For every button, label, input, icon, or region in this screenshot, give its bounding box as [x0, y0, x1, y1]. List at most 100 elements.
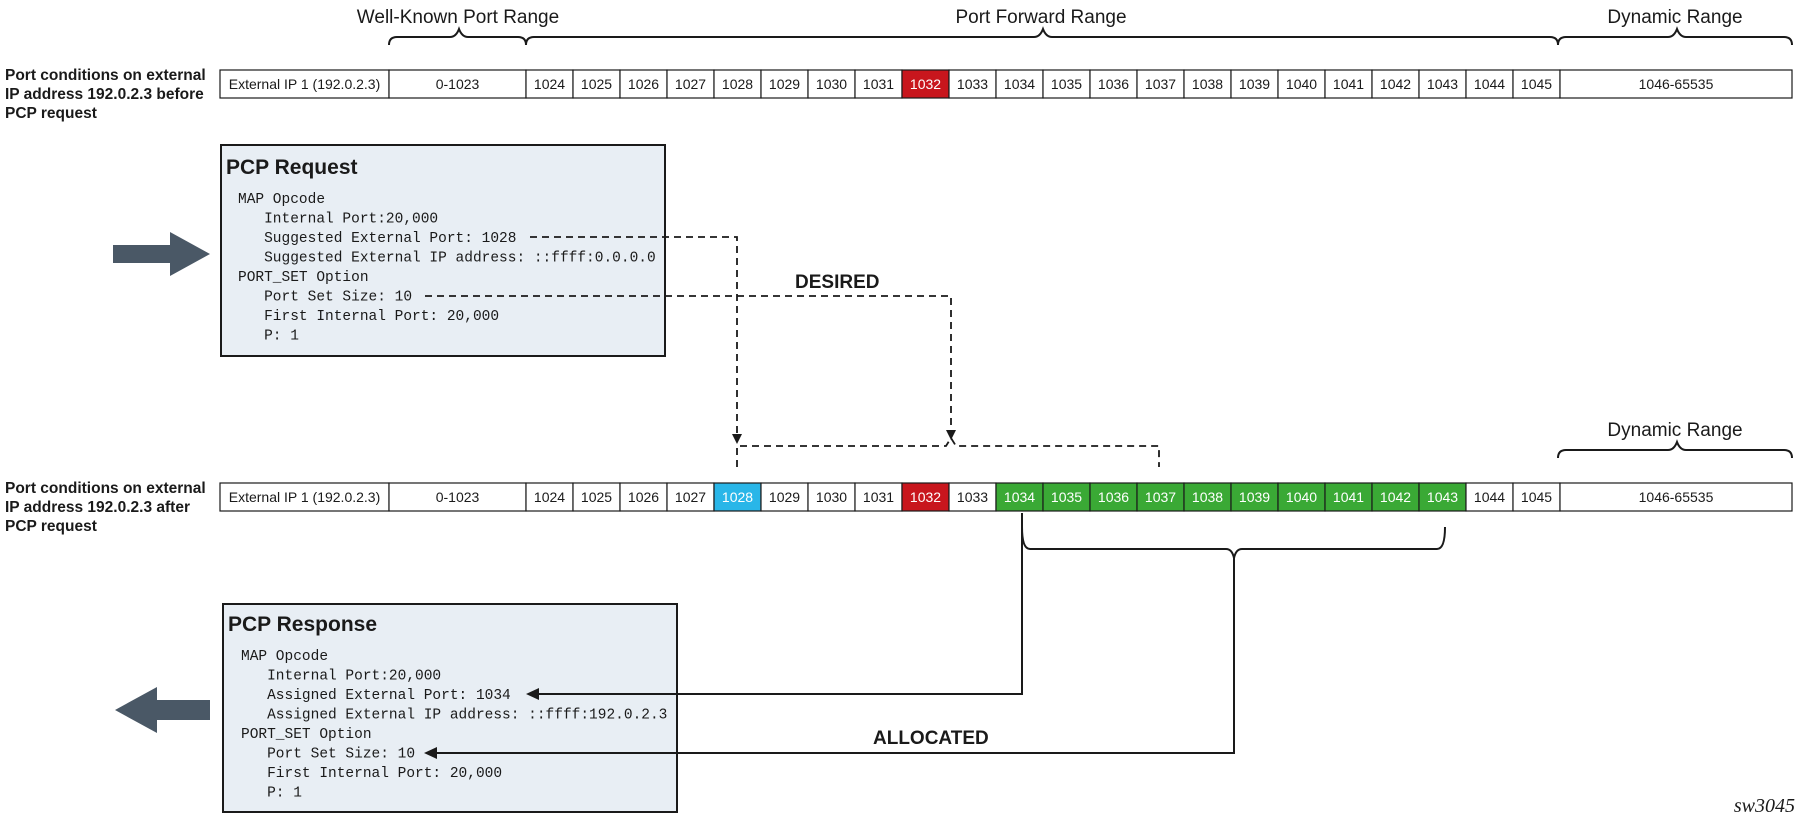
port-cell-1030-bg — [807, 482, 856, 512]
port-cell-1030: 1030 — [816, 76, 847, 92]
port-cell-1034-bg — [995, 482, 1044, 512]
port-cell-1035: 1035 — [1051, 489, 1082, 505]
port-cell-1025: 1025 — [581, 489, 612, 505]
port-cell-1034: 1034 — [1004, 76, 1035, 92]
pcp-request-line-6: First Internal Port: 20,000 — [238, 309, 499, 325]
port-cell-1025: 1025 — [581, 76, 612, 92]
pcp-response-title: PCP Response — [228, 613, 377, 636]
row-label-after: Port conditions on external IP address 1… — [5, 480, 206, 535]
dynamic-range-lower-label: Dynamic Range — [1607, 420, 1742, 441]
pcp-request-line-0: MAP Opcode — [238, 192, 325, 208]
external-ip-cell: External IP 1 (192.0.2.3) — [229, 76, 381, 92]
pcp-request-line-5: Port Set Size: 10 — [238, 290, 412, 306]
row-label-before: Port conditions on external IP address 1… — [5, 67, 206, 122]
desired-range-brace — [736, 436, 1160, 467]
port-cell-1044: 1044 — [1474, 489, 1505, 505]
port-cell-1039: 1039 — [1239, 489, 1270, 505]
port-cell-1033: 1033 — [957, 489, 988, 505]
dynamic-brace-top — [1557, 26, 1793, 46]
right-arrow-icon — [113, 232, 210, 276]
pcp-response-line-6: First Internal Port: 20,000 — [241, 766, 502, 782]
port-cell-1043: 1043 — [1427, 76, 1458, 92]
port-cell-1041: 1041 — [1333, 489, 1364, 505]
dynamic-range-cell: 1046-65535 — [1639, 76, 1714, 92]
pcp-request-line-3: Suggested External IP address: ::ffff:0.… — [238, 251, 656, 267]
well-known-range-label: Well-Known Port Range — [357, 7, 559, 28]
desired-port-line — [530, 236, 738, 437]
port-cell-1025-bg — [572, 482, 621, 512]
port-cell-1026: 1026 — [628, 489, 659, 505]
port-cell-1044: 1044 — [1474, 76, 1505, 92]
well-known-cell-bg — [388, 69, 527, 99]
port-cell-1039: 1039 — [1239, 76, 1270, 92]
left-arrow-icon — [115, 687, 210, 733]
port-cell-1034: 1034 — [1004, 489, 1035, 505]
external-ip-cell-bg — [219, 69, 390, 99]
pcp-request-box: PCP Request MAP Opcode Internal Port:20,… — [220, 144, 666, 357]
pcp-request-line-1: Internal Port:20,000 — [238, 212, 438, 228]
port-row-before: External IP 1 (192.0.2.3) 0-1023 1024 1025 1… — [219, 69, 1793, 99]
port-cell-1045-bg — [1512, 482, 1561, 512]
row-label-before-line3: PCP request — [5, 105, 97, 122]
desired-connectors — [425, 236, 1160, 467]
port-cell-1024-bg — [525, 482, 574, 512]
port-cell-1026-bg — [619, 69, 668, 99]
port-cell-1028-bg — [713, 69, 762, 99]
pcp-response-box: PCP Response MAP Opcode Internal Port:20… — [222, 603, 678, 813]
well-known-cell: 0-1023 — [436, 76, 480, 92]
port-cell-1029-bg — [760, 69, 809, 99]
well-known-cell: 0-1023 — [436, 489, 480, 505]
desired-set-size-line — [425, 295, 952, 433]
port-cell-1028: 1028 — [722, 76, 753, 92]
port-cell-1038-bg — [1183, 482, 1232, 512]
dynamic-range-cell: 1046-65535 — [1639, 489, 1714, 505]
dynamic-range-label: Dynamic Range — [1607, 7, 1742, 28]
desired-size-arrowhead — [946, 430, 956, 440]
row-label-after-line3: PCP request — [5, 518, 97, 535]
allocated-size-arrowhead — [424, 747, 437, 759]
port-cell-1030-bg — [807, 69, 856, 99]
pcp-response-line-5: Port Set Size: 10 — [241, 747, 415, 763]
port-cell-1040: 1040 — [1286, 76, 1317, 92]
figure-id: sw3045 — [1734, 795, 1795, 817]
pcp-response-line-7: P: 1 — [241, 786, 302, 802]
port-cell-1031-bg — [854, 69, 903, 99]
port-cell-1037-bg — [1136, 69, 1185, 99]
port-cell-1034-bg — [995, 69, 1044, 99]
pcp-response-fields: MAP Opcode Internal Port:20,000 Assigned… — [241, 649, 667, 802]
port-cell-1027-bg — [666, 482, 715, 512]
port-cell-1042-bg — [1371, 482, 1420, 512]
port-cell-1024-bg — [525, 69, 574, 99]
top-braces — [388, 26, 1793, 46]
port-cell-1031-bg — [854, 482, 903, 512]
port-cell-1043: 1043 — [1427, 489, 1458, 505]
port-cell-1038-bg — [1183, 69, 1232, 99]
port-cell-1024: 1024 — [534, 489, 565, 505]
port-cell-1032-bg — [901, 482, 950, 512]
external-ip-cell: External IP 1 (192.0.2.3) — [229, 489, 381, 505]
port-cell-1024: 1024 — [534, 76, 565, 92]
port-cell-1042-bg — [1371, 69, 1420, 99]
pcp-request-line-2: Suggested External Port: 1028 — [238, 231, 516, 247]
port-cell-1041-bg — [1324, 482, 1373, 512]
port-cell-1040: 1040 — [1286, 489, 1317, 505]
port-cell-1045: 1045 — [1521, 76, 1552, 92]
allocated-port-arrowhead — [526, 688, 539, 700]
port-cell-1027: 1027 — [675, 489, 706, 505]
port-cell-1026: 1026 — [628, 76, 659, 92]
port-cell-1035-bg — [1042, 69, 1091, 99]
port-cell-1041-bg — [1324, 69, 1373, 99]
port-cell-1029: 1029 — [769, 76, 800, 92]
port-cell-1036: 1036 — [1098, 76, 1129, 92]
pcp-response-line-2: Assigned External Port: 1034 — [241, 688, 511, 704]
port-cell-1028: 1028 — [722, 489, 753, 505]
port-cell-1043-bg — [1418, 69, 1467, 99]
allocated-range-brace — [1021, 526, 1446, 559]
pcp-response-line-3: Assigned External IP address: ::ffff:192… — [241, 708, 667, 724]
row-label-after-line2: IP address 192.0.2.3 after — [5, 499, 190, 516]
port-cell-1036-bg — [1089, 482, 1138, 512]
pcp-response-line-4: PORT_SET Option — [241, 727, 372, 743]
port-cell-1030: 1030 — [816, 489, 847, 505]
port-cell-1027: 1027 — [675, 76, 706, 92]
